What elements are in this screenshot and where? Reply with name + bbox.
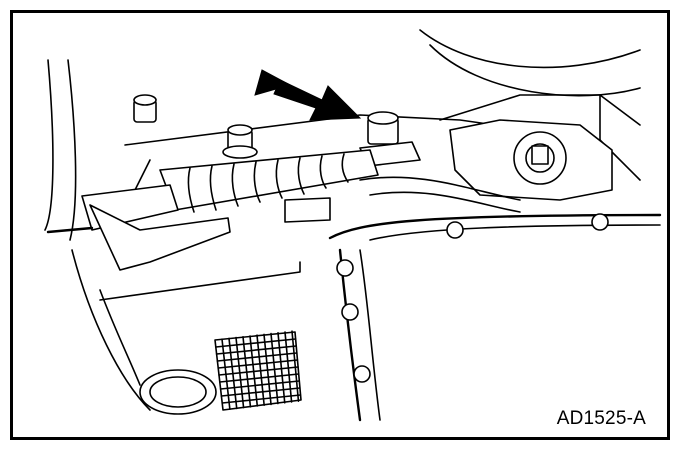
bolt-1: [222, 124, 258, 159]
pan-bolts: [336, 213, 609, 383]
bolt-2: [133, 94, 157, 123]
selector-shaft: [449, 119, 613, 201]
mesh-pattern: [214, 330, 302, 411]
indicator-arrow-icon: [254, 69, 362, 121]
drain-plug: [139, 369, 217, 415]
figure-label: AD1525-A: [556, 408, 646, 429]
bolt-indicated: [359, 111, 421, 167]
bell-housing: [419, 29, 641, 141]
cable-bracket: [284, 176, 521, 223]
figure-frame: [10, 10, 670, 440]
cable-housing: [46, 184, 301, 301]
left-housing: [44, 59, 151, 411]
